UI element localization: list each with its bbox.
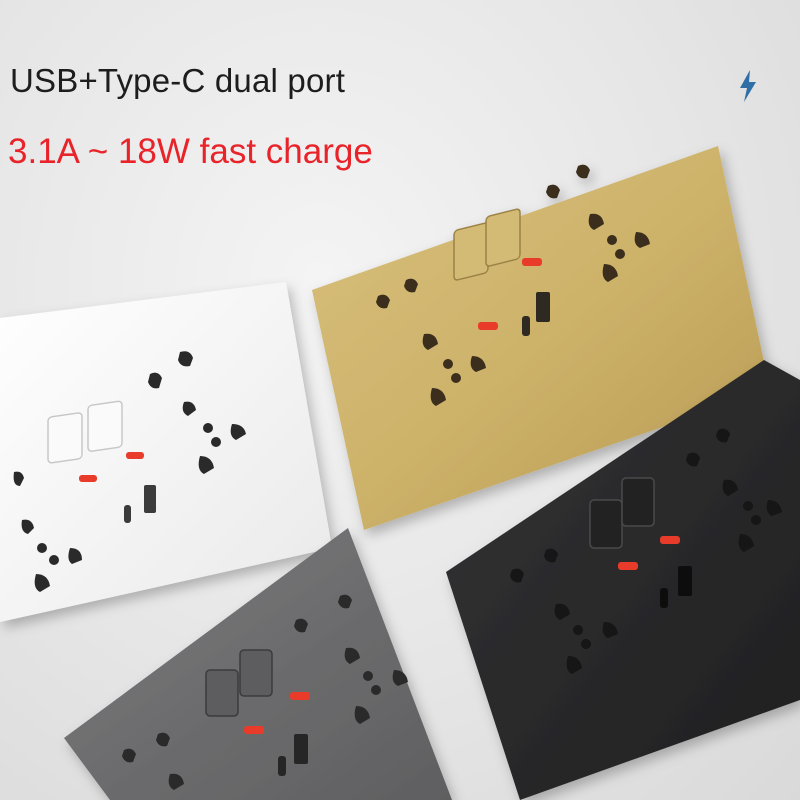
gold-outlet-holes xyxy=(376,164,650,406)
grey-outlet-holes xyxy=(122,594,408,790)
headline: USB+Type-C dual port xyxy=(10,62,346,99)
black-indicator-right xyxy=(660,536,680,544)
white-indicator-left xyxy=(79,475,97,482)
gold-switch-left xyxy=(453,222,489,281)
black-switch-right xyxy=(621,477,655,527)
subline: 3.1A ~ 18W fast charge xyxy=(8,132,373,171)
grey-indicator-right xyxy=(290,692,310,700)
grey-switch-right xyxy=(239,649,273,697)
white-usb-a-port xyxy=(144,485,156,513)
gold-socket-plate xyxy=(312,146,770,530)
lightning-bolt-icon xyxy=(740,70,756,102)
black-usb-a-port xyxy=(678,566,692,596)
gold-usb-c-port xyxy=(522,316,530,336)
white-switch-right xyxy=(87,400,123,452)
black-outlet-holes xyxy=(510,428,782,674)
grey-indicator-left xyxy=(244,726,264,734)
white-socket-plate xyxy=(0,282,332,622)
grey-switch-left xyxy=(205,669,239,717)
black-indicator-left xyxy=(618,562,638,570)
gold-indicator-right xyxy=(522,258,542,266)
black-usb-c-port xyxy=(660,588,668,608)
white-switch-left xyxy=(47,412,83,464)
white-indicator-right xyxy=(126,452,144,459)
white-usb-c-port xyxy=(124,505,131,523)
grey-usb-a-port xyxy=(294,734,308,764)
gold-switch-right xyxy=(485,208,521,267)
white-outlet-holes xyxy=(13,351,246,592)
grey-usb-c-port xyxy=(278,756,286,776)
gold-usb-a-port xyxy=(536,292,550,322)
gold-indicator-left xyxy=(478,322,498,330)
black-switch-left xyxy=(589,499,623,549)
black-socket-plate xyxy=(446,360,800,800)
grey-socket-plate xyxy=(64,528,452,800)
